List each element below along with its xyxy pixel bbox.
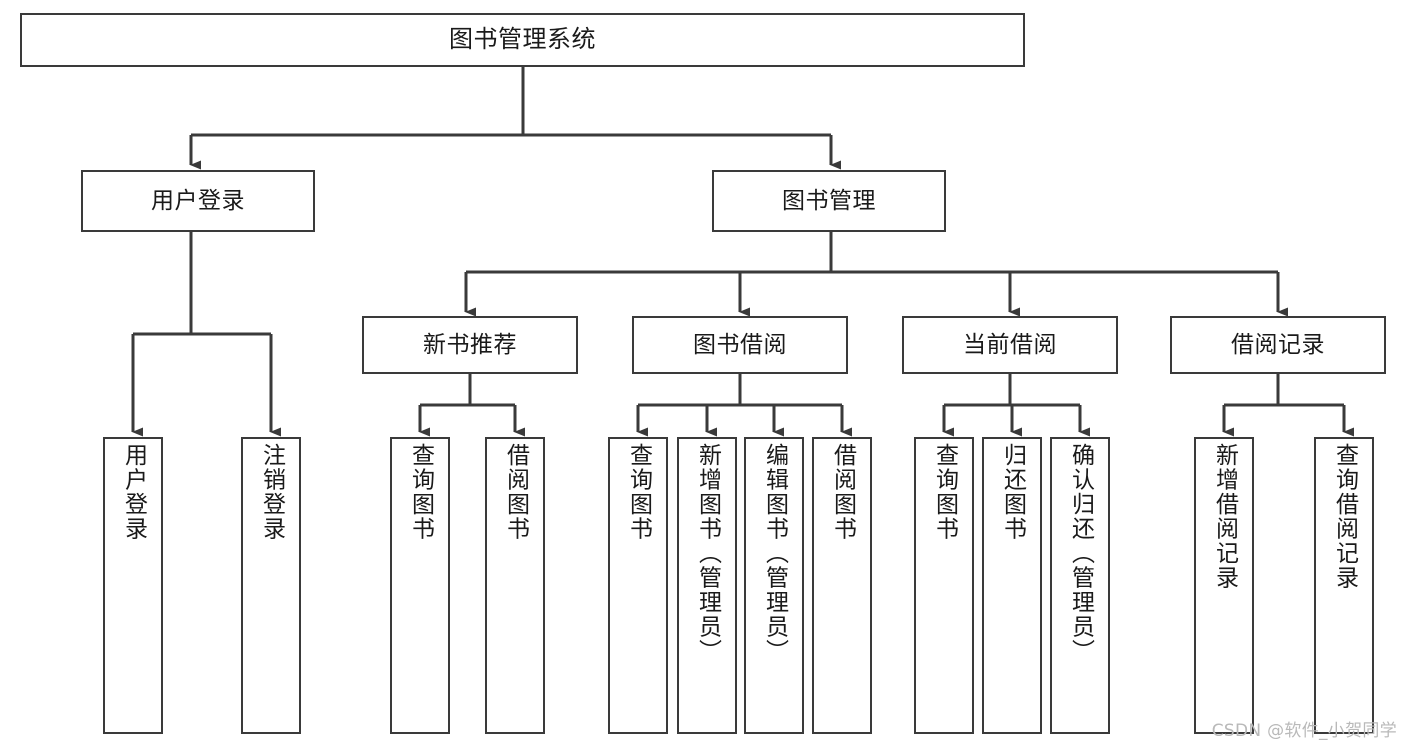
leaf-add-record[interactable]: 新增借阅记录	[1194, 437, 1254, 734]
node-book-manage-label: 图书管理	[782, 187, 876, 214]
leaf-edit-book[interactable]: 编辑图书（管理员）	[744, 437, 804, 734]
node-book-borrow[interactable]: 图书借阅	[632, 316, 848, 374]
node-book-manage[interactable]: 图书管理	[712, 170, 946, 232]
leaf-logout-login[interactable]: 注销登录	[241, 437, 301, 734]
node-user-login[interactable]: 用户登录	[81, 170, 315, 232]
leaf-confirm-return[interactable]: 确认归还（管理员）	[1050, 437, 1110, 734]
leaf-user-login[interactable]: 用户登录	[103, 437, 163, 734]
leaf-edit-book-label: 编辑图书（管理员）	[761, 443, 788, 664]
leaf-borrow-book-1[interactable]: 借阅图书	[485, 437, 545, 734]
node-current-borrow-label: 当前借阅	[963, 331, 1057, 358]
leaf-query-book-2-label: 查询图书	[625, 443, 652, 541]
leaf-borrow-book-1-label: 借阅图书	[502, 443, 529, 541]
leaf-add-book-label: 新增图书（管理员）	[694, 443, 721, 664]
leaf-borrow-book-2-label: 借阅图书	[829, 443, 856, 541]
leaf-query-book-3[interactable]: 查询图书	[914, 437, 974, 734]
node-new-book-recommend-label: 新书推荐	[423, 331, 517, 358]
node-root-system-label: 图书管理系统	[449, 25, 596, 54]
node-borrow-record-label: 借阅记录	[1231, 331, 1325, 358]
watermark-text: CSDN @软件_小贺同学	[1211, 721, 1397, 741]
leaf-add-record-label: 新增借阅记录	[1211, 443, 1238, 590]
node-book-borrow-label: 图书借阅	[693, 331, 787, 358]
node-root-system[interactable]: 图书管理系统	[20, 13, 1025, 67]
leaf-add-book[interactable]: 新增图书（管理员）	[677, 437, 737, 734]
leaf-confirm-return-label: 确认归还（管理员）	[1067, 443, 1094, 664]
leaf-return-book-label: 归还图书	[999, 443, 1026, 541]
leaf-query-book-3-label: 查询图书	[931, 443, 958, 541]
node-current-borrow[interactable]: 当前借阅	[902, 316, 1118, 374]
leaf-query-book-1-label: 查询图书	[407, 443, 434, 541]
leaf-logout-login-label: 注销登录	[258, 443, 285, 541]
node-user-login-label: 用户登录	[151, 187, 245, 214]
leaf-query-book-1[interactable]: 查询图书	[390, 437, 450, 734]
node-borrow-record[interactable]: 借阅记录	[1170, 316, 1386, 374]
leaf-return-book[interactable]: 归还图书	[982, 437, 1042, 734]
leaf-query-record[interactable]: 查询借阅记录	[1314, 437, 1374, 734]
node-new-book-recommend[interactable]: 新书推荐	[362, 316, 578, 374]
leaf-user-login-label: 用户登录	[120, 443, 147, 541]
leaf-query-record-label: 查询借阅记录	[1331, 443, 1358, 590]
leaf-query-book-2[interactable]: 查询图书	[608, 437, 668, 734]
leaf-borrow-book-2[interactable]: 借阅图书	[812, 437, 872, 734]
